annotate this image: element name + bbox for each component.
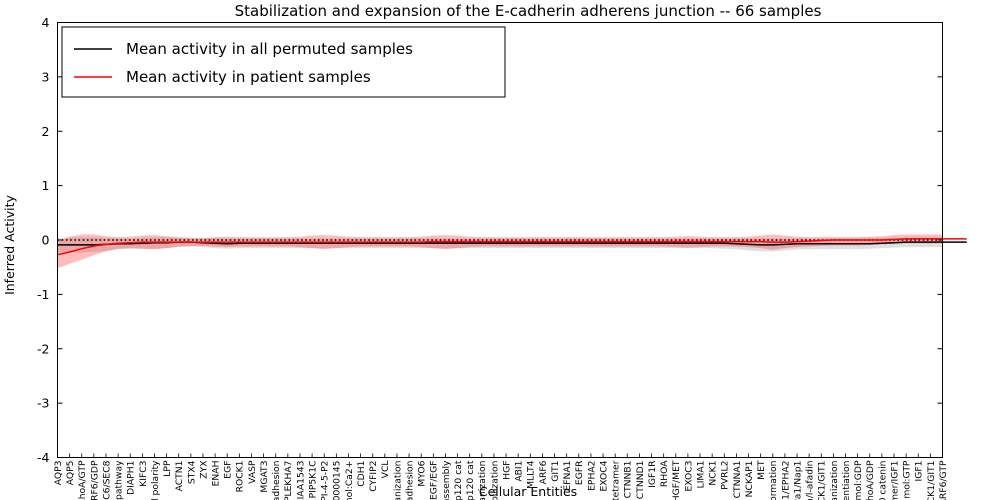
- x-category-label: KIAA1543: [295, 460, 306, 500]
- x-category-label: CYFIP2: [368, 461, 379, 492]
- legend-label-patient: Mean activity in patient samples: [126, 68, 371, 86]
- x-category-label: regulation of cell-cell adhesion: [404, 460, 415, 500]
- x-category-label: regulation of calcium-dependent cell-cel…: [271, 460, 282, 500]
- x-category-label: E-cadherin/Ca2+/beta catenin/alpha caten…: [453, 460, 464, 500]
- x-category-label: LPP: [162, 460, 173, 477]
- x-category-label: adherens junction organization: [477, 460, 488, 500]
- x-category-label: establishment of epithelial cell apical/…: [150, 460, 161, 500]
- x-category-label: MGAT3: [259, 460, 270, 492]
- x-category-label: NCK1/GIT1: [817, 461, 828, 500]
- x-category-label: ABI1/Sra1/Nap1: [792, 461, 803, 500]
- x-category-label: KIFC3: [138, 460, 149, 486]
- x-category-label: CTNNA1: [732, 461, 743, 499]
- series-line: [57, 241, 967, 246]
- y-tick-label: -3: [37, 396, 49, 411]
- x-category-label: DIAPH1: [126, 461, 137, 495]
- x-category-label: EPHA2: [586, 461, 597, 491]
- x-category-label: ARF6/GDP: [89, 460, 100, 500]
- x-category-label: adherens junction assembly: [441, 460, 452, 500]
- x-category-label: EGFR: [574, 460, 585, 485]
- x-category-label: STX4: [186, 460, 197, 484]
- x-category-label: EGFR/EGFR/EGF/EGF: [429, 461, 440, 500]
- x-category-label: EGF: [223, 461, 234, 479]
- chart-title: Stabilization and expansion of the E-cad…: [235, 2, 822, 20]
- x-category-label: actin cytoskeleton organization: [392, 460, 403, 500]
- series-lines: [57, 238, 967, 256]
- x-category-label: mol:GDP: [853, 460, 864, 500]
- x-category-label: nectin-2(dimer)/l-afadin/l-afadin/nectin…: [805, 460, 816, 500]
- x-category-label: HGF: [501, 461, 512, 480]
- chart-legend[interactable]: Mean activity in all permuted samples Me…: [61, 26, 506, 98]
- x-category-label: ENAH: [211, 461, 222, 487]
- x-category-label: ABI1: [514, 461, 525, 482]
- x-category-label: IGF-1R heterotetramer: [611, 460, 622, 500]
- y-tick-label: -4: [37, 450, 50, 465]
- x-category-label: ARF6/GTP: [938, 460, 949, 500]
- x-category-label: IGF-1R heterotetramer/IGF1: [889, 461, 900, 500]
- x-axis-label: Cellular Entities: [479, 484, 577, 499]
- x-category-label: RhoA/GDP: [865, 460, 876, 500]
- x-category-label: ZYX: [198, 461, 209, 479]
- x-category-label: E-cadherin/Ca2+/beta catenin/alpha caten…: [877, 460, 888, 500]
- x-category-label: CDH1: [356, 461, 367, 487]
- x-category-label: CTNNB1: [623, 461, 634, 499]
- y-tick-label: 0: [42, 233, 50, 248]
- x-category-label: RHOA: [659, 460, 670, 487]
- legend-box: [61, 26, 506, 98]
- x-category-label: Wnt receptor signaling pathway: [114, 460, 125, 500]
- x-category-label: ROCK1: [235, 461, 246, 493]
- plot-frame: [57, 22, 943, 458]
- x-category-label: PVRL2: [720, 461, 731, 490]
- x-category-label: E-cadherin/Ca2+/beta catenin/alpha caten…: [465, 460, 476, 500]
- y-tick-label: 1: [42, 178, 50, 193]
- x-category-label: VCL: [380, 460, 391, 479]
- x-category-label: mol:GTP: [902, 460, 913, 499]
- y-axis-ticks: -4 -3 -2 -1 0 1 2 3 4: [37, 15, 943, 465]
- x-category-label: EXOC3: [683, 460, 694, 491]
- x-category-label: AQP3: [53, 460, 64, 485]
- x-category-label: VASP: [247, 460, 258, 484]
- y-tick-label: 3: [42, 69, 50, 84]
- series-line: [57, 238, 967, 256]
- x-category-label: epithelial cell differentiation: [841, 460, 852, 500]
- x-category-label: NCKAP1: [744, 461, 755, 498]
- x-category-label: mol:PI-4-5-P2: [320, 461, 331, 500]
- x-category-label: GO:0000145: [332, 460, 343, 500]
- legend-label-permuted: Mean activity in all permuted samples: [126, 40, 413, 58]
- x-category-label: SEC6/SEC8: [101, 460, 112, 500]
- x-category-label: ARF6: [538, 460, 549, 484]
- x-category-label: ACTN1: [174, 461, 185, 492]
- x-category-label: IGF1R: [647, 460, 658, 488]
- x-category-label: mol:Ca2+: [344, 461, 355, 500]
- x-category-label: EFNA1: [562, 461, 573, 491]
- x-category-label: Ephrin A1/EPHA2: [780, 461, 791, 500]
- x-category-label: PIP5K1C: [307, 461, 318, 499]
- x-category-label: cortical microtubule organization: [829, 460, 840, 500]
- x-category-label: PLEKHA7: [283, 460, 294, 500]
- x-category-label: CTNND1: [635, 461, 646, 500]
- y-tick-label: -1: [37, 287, 49, 302]
- x-category-label: MYO6: [417, 460, 428, 486]
- y-tick-label: -2: [37, 341, 49, 356]
- y-tick-label: 4: [42, 15, 50, 30]
- x-category-label: AQP5: [65, 460, 76, 485]
- x-category-label: MET: [756, 460, 767, 480]
- x-category-label: MLLT4: [526, 460, 537, 489]
- x-category-label: actin cable formation: [768, 460, 779, 500]
- x-category-label: cortical actin cytoskeleton stabilizatio…: [489, 460, 500, 500]
- y-tick-label: 2: [42, 124, 50, 139]
- x-category-label: HGF/MET: [671, 460, 682, 500]
- x-category-label: GIT1: [550, 461, 561, 482]
- x-category-label: IGF1: [914, 461, 925, 482]
- x-category-label: NCK1: [708, 461, 719, 486]
- x-category-label: LIMA1: [695, 461, 706, 489]
- y-axis-label: Inferred Activity: [2, 194, 17, 294]
- x-category-label: EXOC4: [598, 460, 609, 491]
- x-category-label: RhoA/GTP: [77, 460, 88, 500]
- x-category-label: Ephrin A1/EPHA2/NCK1/GIT1: [926, 461, 937, 500]
- x-axis-tick-marks: [57, 453, 943, 458]
